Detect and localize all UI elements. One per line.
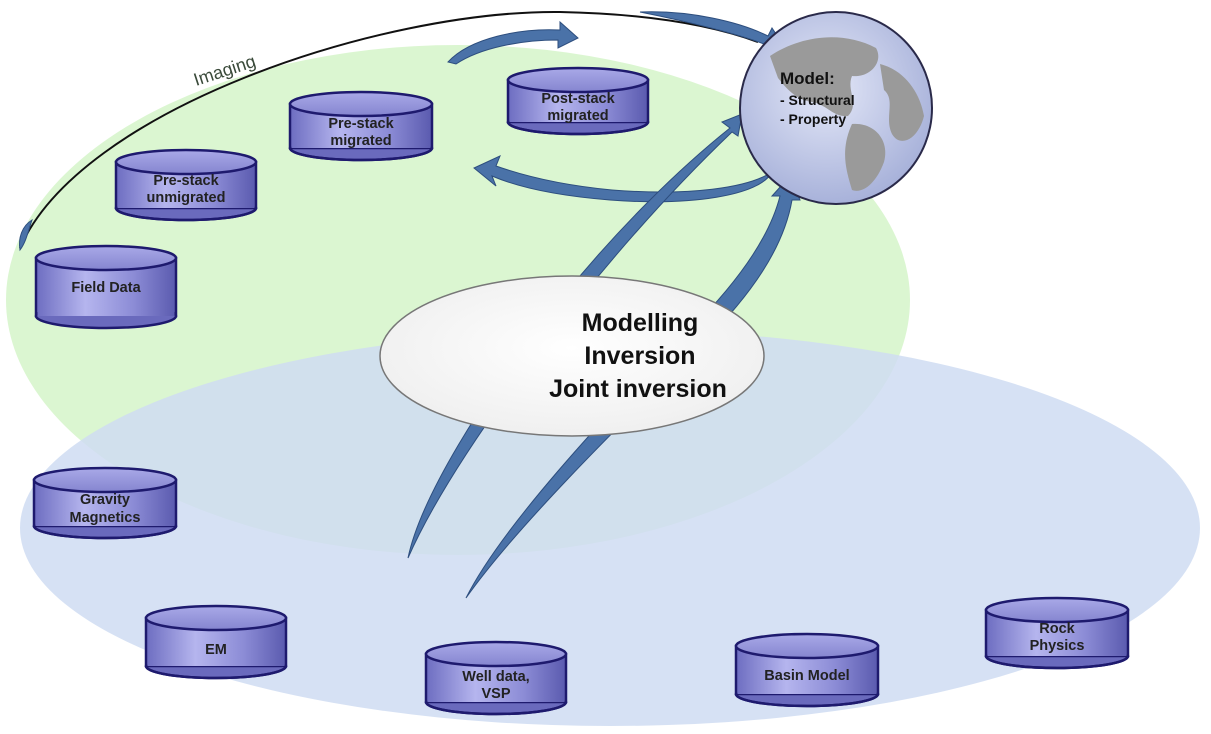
center-line-3: Joint inversion	[549, 375, 727, 403]
store-basin-model: Basin Model	[734, 632, 880, 708]
store-rock-physics: Rock Physics	[984, 596, 1130, 670]
imaging-arc-tail	[19, 218, 33, 252]
center-line-1: Modelling	[582, 309, 699, 337]
model-title: Model:	[780, 69, 835, 88]
store-field-data: Field Data	[34, 244, 178, 330]
store-label: EM	[205, 642, 227, 658]
store-well-data-vsp: Well data, VSP	[424, 640, 568, 716]
store-label-1: Pre-stack	[328, 116, 394, 132]
center-line-2: Inversion	[584, 342, 695, 370]
store-gravity-magnetics: Gravity Magnetics	[32, 466, 178, 540]
store-label-2: Magnetics	[70, 510, 141, 526]
store-label-1: Post-stack	[541, 91, 615, 107]
modelling-inversion-node: Modelling Inversion Joint inversion	[379, 275, 765, 437]
migration-arrow-top	[447, 20, 579, 65]
globe-land-south	[845, 123, 886, 191]
store-label-2: Physics	[1030, 638, 1085, 654]
store-label: Basin Model	[764, 668, 849, 684]
imaging-arc	[19, 10, 759, 249]
store-label-1: Well data,	[462, 669, 529, 685]
store-pre-stack-unmigrated: Pre-stack unmigrated	[114, 148, 258, 222]
store-label-1: Rock	[1039, 621, 1075, 637]
store-label-2: migrated	[547, 108, 608, 124]
store-label-2: VSP	[481, 686, 510, 702]
model-item-structural: - Structural	[780, 92, 855, 108]
model-item-property: - Property	[780, 111, 846, 127]
store-label-2: unmigrated	[147, 190, 226, 206]
model-globe: Model: - Structural - Property	[739, 11, 933, 205]
other-data-region	[20, 330, 1200, 726]
store-pre-stack-migrated: Pre-stack migrated	[288, 90, 434, 162]
store-post-stack-migrated: Post-stack migrated	[506, 66, 650, 136]
store-label: Field Data	[71, 280, 141, 296]
globe-land-north	[770, 37, 879, 117]
store-em: EM	[144, 604, 288, 680]
store-label-2: migrated	[330, 133, 391, 149]
store-label-1: Pre-stack	[153, 173, 219, 189]
store-label-1: Gravity	[80, 492, 130, 508]
globe-land-east	[880, 64, 924, 141]
